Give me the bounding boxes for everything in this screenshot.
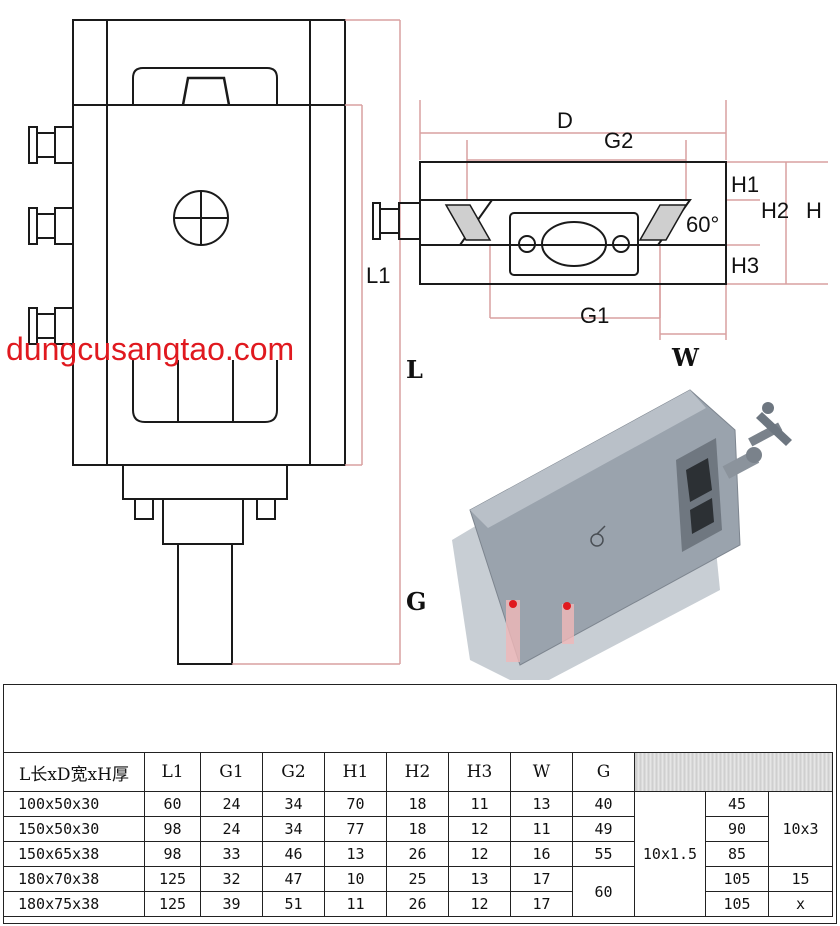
table-cell: 100x50x30 <box>3 791 145 817</box>
table-cell: 125 <box>144 891 201 917</box>
lock-knob-icon <box>28 207 74 245</box>
table-cell: 24 <box>200 791 263 817</box>
table-row: 100x50x30 60 24 34 70 18 11 13 40 10x1.5… <box>3 791 833 917</box>
label-h1: H1 <box>731 172 759 197</box>
dimension-lines <box>232 19 828 665</box>
table-cell: 70 <box>324 791 387 817</box>
label-h2: H2 <box>761 198 789 223</box>
table-cell: 51 <box>262 891 325 917</box>
table-cell: 13 <box>448 866 511 892</box>
table-cell: 13 <box>324 841 387 867</box>
table-cell: 33 <box>200 841 263 867</box>
table-cell: 150x50x30 <box>3 816 145 842</box>
label-g1: G1 <box>580 303 609 328</box>
main-body <box>72 104 346 466</box>
lock-knob-icon <box>28 307 74 345</box>
table-cell: 125 <box>144 866 201 892</box>
leadscrew-shaft <box>177 543 233 665</box>
table-cell: 105 <box>705 891 769 917</box>
label-d: D <box>557 108 573 133</box>
table-cell: 180x75x38 <box>3 891 145 917</box>
table-cell: 77 <box>324 816 387 842</box>
table-cell: 12 <box>448 891 511 917</box>
table-header: G1 <box>200 752 263 792</box>
table-cell: 34 <box>262 816 325 842</box>
table-cell: 18 <box>386 816 449 842</box>
table-header: W <box>510 752 573 792</box>
table-cell-thread: 10x1.5 <box>634 791 706 917</box>
table-cell: 18 <box>386 791 449 817</box>
label-l1: L1 <box>366 263 390 288</box>
table-cell: 90 <box>705 816 769 842</box>
upper-guide-frame <box>72 19 346 106</box>
table-cell: 24 <box>200 816 263 842</box>
table-cell: 45 <box>705 791 769 817</box>
table-header: G <box>572 752 635 792</box>
label-g: G <box>406 587 427 616</box>
label-w: W <box>671 343 700 372</box>
side-view <box>372 161 727 285</box>
table-cell: 12 <box>448 841 511 867</box>
table-cell: 60 <box>144 791 201 817</box>
table-row: 150x50x30 98 24 34 77 18 12 11 49 90 <box>3 816 833 842</box>
table-cell: 11 <box>510 816 573 842</box>
table-row: 180x70x38 125 32 47 10 25 13 17 60 105 1… <box>3 866 833 917</box>
label-l: L <box>406 355 423 384</box>
end-bracket <box>122 464 288 500</box>
table-cell: 26 <box>386 841 449 867</box>
table-header: H2 <box>386 752 449 792</box>
table-header: L长xD宽xH厚 <box>3 752 145 792</box>
table-cell: 39 <box>200 891 263 917</box>
table-row: 150x65x38 98 33 46 13 26 12 16 55 85 <box>3 841 833 867</box>
lock-knob-icon <box>28 126 74 164</box>
table-cell: 40 <box>572 791 635 817</box>
table-cell: 98 <box>144 816 201 842</box>
table-cell: 16 <box>510 841 573 867</box>
lock-knob-icon <box>372 202 421 240</box>
table-header-blank <box>634 752 833 792</box>
watermark-text: dungcusangtao.com <box>6 331 294 367</box>
table-cell: x <box>768 891 833 917</box>
table-cell: 34 <box>262 791 325 817</box>
label-h: H <box>806 198 822 223</box>
table-cell: 25 <box>386 866 449 892</box>
label-g2: G2 <box>604 128 633 153</box>
table-header: G2 <box>262 752 325 792</box>
table-cell: 17 <box>510 866 573 892</box>
label-h3: H3 <box>731 253 759 278</box>
table-cell: 11 <box>324 891 387 917</box>
table-cell: 17 <box>510 891 573 917</box>
table-header: H1 <box>324 752 387 792</box>
table-cell: 150x65x38 <box>3 841 145 867</box>
table-cell: 49 <box>572 816 635 842</box>
table-cell: 60 <box>572 866 635 917</box>
technical-drawing: L1 L G D G2 G1 H1 H2 H3 H W 60° dungcusa… <box>6 19 828 680</box>
table-header: L1 <box>144 752 201 792</box>
table-cell: 15 <box>768 866 833 892</box>
product-photo <box>452 389 792 680</box>
table-cell: 105 <box>705 866 769 892</box>
table-cell: 11 <box>448 791 511 817</box>
table-cell: 12 <box>448 816 511 842</box>
table-cell: 47 <box>262 866 325 892</box>
table-cell: 10 <box>324 866 387 892</box>
table-cell: 26 <box>386 891 449 917</box>
table-cell: 32 <box>200 866 263 892</box>
table-cell: 46 <box>262 841 325 867</box>
table-cell: 85 <box>705 841 769 867</box>
table-cell: 55 <box>572 841 635 867</box>
front-view <box>28 19 346 665</box>
table-header-row: L长xD宽xH厚 L1 G1 G2 H1 H2 H3 W G <box>3 752 833 792</box>
table-cell: 13 <box>510 791 573 817</box>
label-angle: 60° <box>686 212 719 237</box>
table-row: 180x75x38 125 39 51 11 26 12 17 105 x <box>3 891 833 917</box>
table-cell: 10x3 <box>768 791 833 867</box>
table-cell: 98 <box>144 841 201 867</box>
table-cell: 180x70x38 <box>3 866 145 892</box>
spec-table: L长xD宽xH厚 L1 G1 G2 H1 H2 H3 W G 100x50x30… <box>3 752 833 917</box>
table-header: H3 <box>448 752 511 792</box>
